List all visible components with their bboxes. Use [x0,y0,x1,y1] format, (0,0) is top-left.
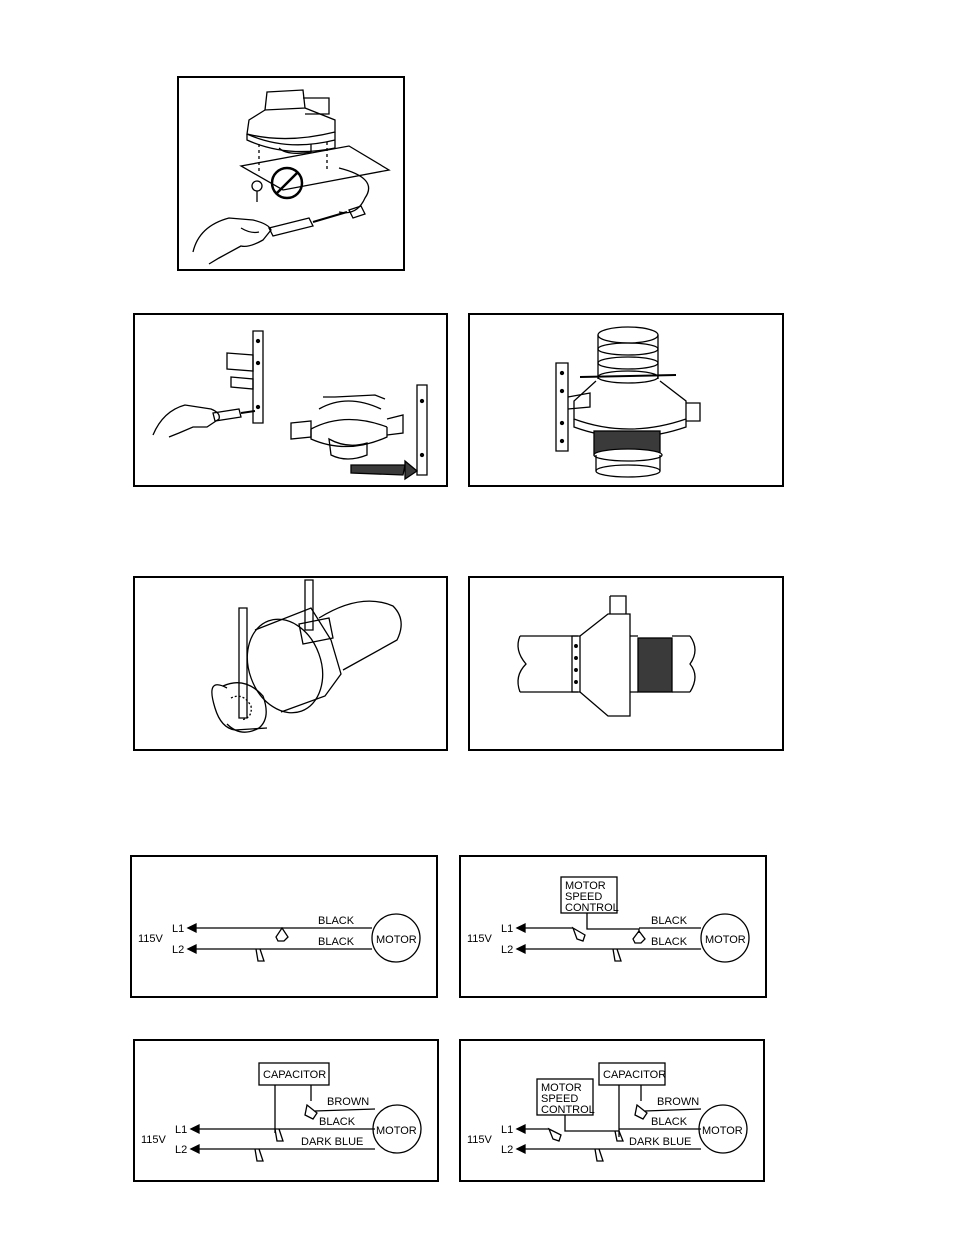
wiring-capacitor-speed-svg: MOTOR SPEED CONTROL CAPACITOR BROWN BLAC… [467,1062,748,1162]
illustration-bracket-mount [133,313,448,487]
l2-label: L2 [501,944,513,956]
voltage-label: 115V [138,933,164,945]
speed-control-line3: CONTROL [565,902,619,914]
illustration-inline-duct [468,576,784,751]
wire-dark-blue-label: DARK BLUE [301,1136,363,1148]
motor-label: MOTOR [702,1125,743,1137]
speed-control-line1: MOTOR [565,880,606,892]
illustration-inline-bracket [468,313,784,487]
capacitor-box [598,1062,666,1086]
l1-label: L1 [172,923,184,935]
capacitor-label: CAPACITOR [263,1069,326,1081]
wiring-capacitor-svg: CAPACITOR BROWN BLACK DARK BLUE 115V L1 … [141,1062,422,1162]
l1-label: L1 [175,1124,187,1136]
l2-label: L2 [175,1144,187,1156]
motor-label: MOTOR [705,934,746,946]
voltage-label: 115V [467,933,493,945]
speed-control-line2: SPEED [541,1093,578,1105]
wire-black-label: BLACK [651,936,688,948]
l2-label: L2 [172,944,184,956]
illustration-ceiling-mount [177,76,405,271]
ceiling-mount-drawing [192,89,391,265]
illustration-strap-hang [133,576,448,751]
wire-brown-label: BROWN [327,1096,369,1108]
wiring-diagram-basic: 115V L1 L2 BLACK BLACK MOTOR [130,855,438,998]
l2-label: L2 [501,1144,513,1156]
inline-duct-drawing [517,595,696,717]
wire-black-label: BLACK [651,1116,688,1128]
wire-black-label: BLACK [318,936,355,948]
motor-label: MOTOR [376,934,417,946]
l1-label: L1 [501,1124,513,1136]
wire-black-label: BLACK [651,915,688,927]
strap-hang-drawing [211,579,402,733]
voltage-label: 115V [141,1134,167,1146]
wiring-basic-svg: 115V L1 L2 BLACK BLACK MOTOR [138,913,421,963]
wire-black-label: BLACK [319,1116,356,1128]
voltage-label: 115V [467,1134,493,1146]
wire-black-label: BLACK [318,915,355,927]
capacitor-label: CAPACITOR [603,1069,666,1081]
wiring-diagram-capacitor: CAPACITOR BROWN BLACK DARK BLUE 115V L1 … [133,1039,439,1182]
wiring-diagram-speed-control: MOTOR SPEED CONTROL 115V L1 L2 BLACK BLA… [459,855,767,998]
speed-control-box [560,876,618,914]
wire-dark-blue-label: DARK BLUE [629,1136,691,1148]
motor-label: MOTOR [376,1125,417,1137]
wiring-speed-svg: MOTOR SPEED CONTROL 115V L1 L2 BLACK BLA… [467,876,750,963]
wire-brown-label: BROWN [657,1096,699,1108]
l1-label: L1 [501,923,513,935]
wiring-diagram-capacitor-speed-control: MOTOR SPEED CONTROL CAPACITOR BROWN BLAC… [459,1039,765,1182]
speed-control-line2: SPEED [565,891,602,903]
speed-control-line3: CONTROL [541,1104,595,1116]
bracket-mount-drawing [152,330,428,481]
inline-bracket-drawing [555,326,701,478]
speed-control-line1: MOTOR [541,1082,582,1094]
capacitor-box [258,1062,330,1086]
